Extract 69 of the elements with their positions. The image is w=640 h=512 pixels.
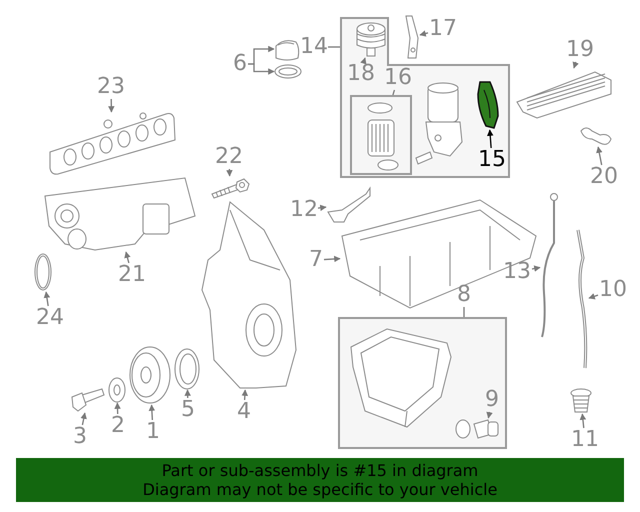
callout-number: 8 bbox=[456, 283, 472, 307]
leader-line bbox=[226, 168, 233, 177]
callout-number: 7 bbox=[308, 248, 324, 272]
callout-number: 11 bbox=[570, 428, 600, 452]
callout-number: 17 bbox=[428, 17, 458, 41]
callout-number: 9 bbox=[484, 388, 500, 412]
callout-number: 16 bbox=[384, 66, 412, 90]
callout-number: 19 bbox=[566, 38, 594, 62]
callout-number: 2 bbox=[110, 414, 126, 438]
callout-number: 4 bbox=[236, 400, 252, 424]
leader-line bbox=[596, 146, 602, 166]
callout-number: 20 bbox=[590, 165, 618, 189]
leader-line bbox=[318, 204, 327, 212]
leader-line bbox=[114, 402, 121, 414]
leader-line bbox=[487, 129, 494, 148]
bracket-drawing bbox=[404, 14, 420, 60]
bolt-drawing bbox=[210, 176, 250, 198]
callout-number: 5 bbox=[180, 398, 196, 422]
callout-number: 23 bbox=[96, 75, 126, 99]
leader-line bbox=[108, 98, 115, 113]
leader-line bbox=[486, 412, 493, 419]
bolt-drawing bbox=[70, 387, 105, 413]
leader-line bbox=[360, 57, 366, 65]
bracket-drawing bbox=[326, 186, 372, 222]
leader-line bbox=[572, 61, 579, 69]
gasket-drawing bbox=[578, 125, 614, 147]
leader-line bbox=[324, 256, 341, 262]
callout-number: 12 bbox=[290, 198, 318, 222]
notice-text: Diagram may not be specific to your vehicle bbox=[142, 480, 498, 499]
group-frame bbox=[350, 95, 412, 175]
callout-number: 10 bbox=[598, 278, 628, 302]
seal-ring-drawing bbox=[174, 348, 200, 390]
dipstick-drawing bbox=[540, 193, 560, 338]
callout-number: 21 bbox=[118, 263, 146, 287]
leader-line bbox=[588, 293, 598, 300]
callout-number: 18 bbox=[347, 62, 373, 86]
group-frame bbox=[338, 317, 507, 449]
callout-number: 6 bbox=[232, 52, 248, 76]
callout-number: 24 bbox=[36, 306, 64, 330]
leader-line bbox=[44, 291, 50, 306]
gasket-drawing bbox=[48, 112, 176, 176]
pulley-drawing bbox=[128, 345, 172, 405]
leader-line bbox=[148, 404, 156, 420]
notice-text: Part or sub-assembly is #15 in diagram bbox=[162, 461, 478, 480]
leader-line bbox=[419, 30, 428, 37]
leader-line bbox=[328, 46, 341, 48]
washer-drawing bbox=[108, 377, 126, 403]
leader-line bbox=[242, 389, 248, 400]
leader-line bbox=[248, 63, 275, 75]
plug-drawing bbox=[570, 388, 592, 414]
o-ring-drawing bbox=[33, 252, 53, 292]
leader-line bbox=[463, 307, 465, 318]
leader-line bbox=[80, 412, 87, 426]
leader-line bbox=[184, 389, 191, 398]
gasket-drawing bbox=[476, 80, 500, 130]
leader-line bbox=[580, 413, 586, 428]
callout-number: 14 bbox=[300, 35, 328, 59]
leader-line bbox=[392, 90, 396, 96]
leader-line bbox=[124, 251, 131, 264]
group-frame bbox=[340, 17, 510, 178]
notice-banner bbox=[16, 458, 624, 502]
leader-line bbox=[532, 265, 541, 272]
seal-ring-drawing bbox=[274, 64, 302, 79]
callout-number: 15 bbox=[478, 148, 506, 172]
callout-number: 13 bbox=[502, 260, 532, 284]
callout-number: 1 bbox=[145, 420, 161, 444]
cap-drawing bbox=[274, 38, 300, 60]
callout-number: 3 bbox=[72, 425, 88, 449]
callout-number: 22 bbox=[215, 145, 243, 169]
